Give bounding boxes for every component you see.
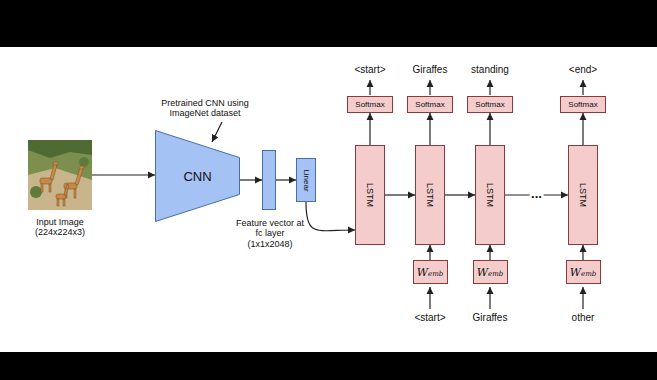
node-text: Softmax — [355, 100, 384, 109]
lstm-box: LSTM — [475, 145, 505, 245]
connector-arrow — [385, 194, 415, 195]
output-word: Giraffes — [413, 64, 448, 75]
node-text: Softmax — [475, 100, 504, 109]
connector-arrow — [489, 245, 490, 260]
lstm-box: LSTM — [568, 145, 598, 245]
feature-vector-bar: Feature vector at fc layer (1x1x2048) — [262, 150, 276, 210]
leader-arrow — [489, 287, 490, 309]
leader-arrow — [582, 287, 583, 309]
leader-arrow — [582, 80, 583, 95]
embedding-box: Wemb — [473, 260, 508, 284]
node-text: LSTM — [365, 183, 375, 207]
connector-arrow — [306, 202, 355, 231]
leader-arrow — [489, 80, 490, 95]
embedding-box: Wemb — [566, 260, 601, 284]
connector-arrow — [429, 245, 430, 260]
leader-arrow — [429, 287, 430, 309]
output-word: standing — [471, 64, 509, 75]
leader-arrows — [212, 80, 583, 309]
node-text: Linear — [302, 169, 311, 191]
leader-arrow — [212, 122, 222, 142]
input-image: Input Image (224x224x3) — [28, 140, 92, 210]
softmax-box: Softmax — [467, 96, 513, 113]
annotation: Pretrained CNN using ImageNet dataset — [153, 98, 257, 119]
input-word: other — [572, 312, 595, 323]
node-text: Softmax — [415, 100, 444, 109]
node-text: Feature vector at fc layer (1x1x2048) — [232, 218, 308, 249]
giraffe-photo — [28, 140, 92, 210]
lstm-box: LSTM — [355, 145, 385, 245]
connector-arrow — [582, 113, 583, 145]
node-text: Wemb — [477, 266, 504, 279]
output-word: <end> — [569, 64, 597, 75]
connector-arrow — [489, 113, 490, 145]
input-word: <start> — [414, 312, 445, 323]
input-word: Giraffes — [473, 312, 508, 323]
connector-arrow — [582, 245, 583, 260]
connector-arrow — [429, 113, 430, 145]
softmax-box: Softmax — [407, 96, 453, 113]
bottom-band — [0, 352, 657, 380]
lstm-box: LSTM — [415, 145, 445, 245]
connector-arrow — [276, 179, 296, 180]
softmax-box: Softmax — [347, 96, 393, 113]
node-text: CNN — [183, 169, 211, 184]
node-text: LSTM — [578, 183, 588, 207]
connector-arrow — [369, 113, 370, 145]
embedding-box: Wemb — [413, 260, 448, 284]
connector-arrow — [445, 194, 475, 195]
output-word: <start> — [354, 64, 385, 75]
node-text: Wemb — [570, 266, 597, 279]
node-text: LSTM — [485, 183, 495, 207]
node-text: Softmax — [568, 100, 597, 109]
linear-box: Linear — [296, 158, 316, 202]
edge-label: ... — [529, 186, 544, 201]
connector-arrow — [240, 179, 262, 180]
node-text: Input Image (224x224x3) — [29, 217, 91, 238]
leader-arrow — [369, 80, 370, 95]
connector-arrow — [92, 174, 155, 175]
leader-arrow — [429, 80, 430, 95]
softmax-box: Softmax — [560, 96, 606, 113]
node-text: Wemb — [417, 266, 444, 279]
cnn-trapezoid: CNN — [155, 130, 240, 222]
top-band — [0, 0, 657, 47]
node-text: LSTM — [425, 183, 435, 207]
